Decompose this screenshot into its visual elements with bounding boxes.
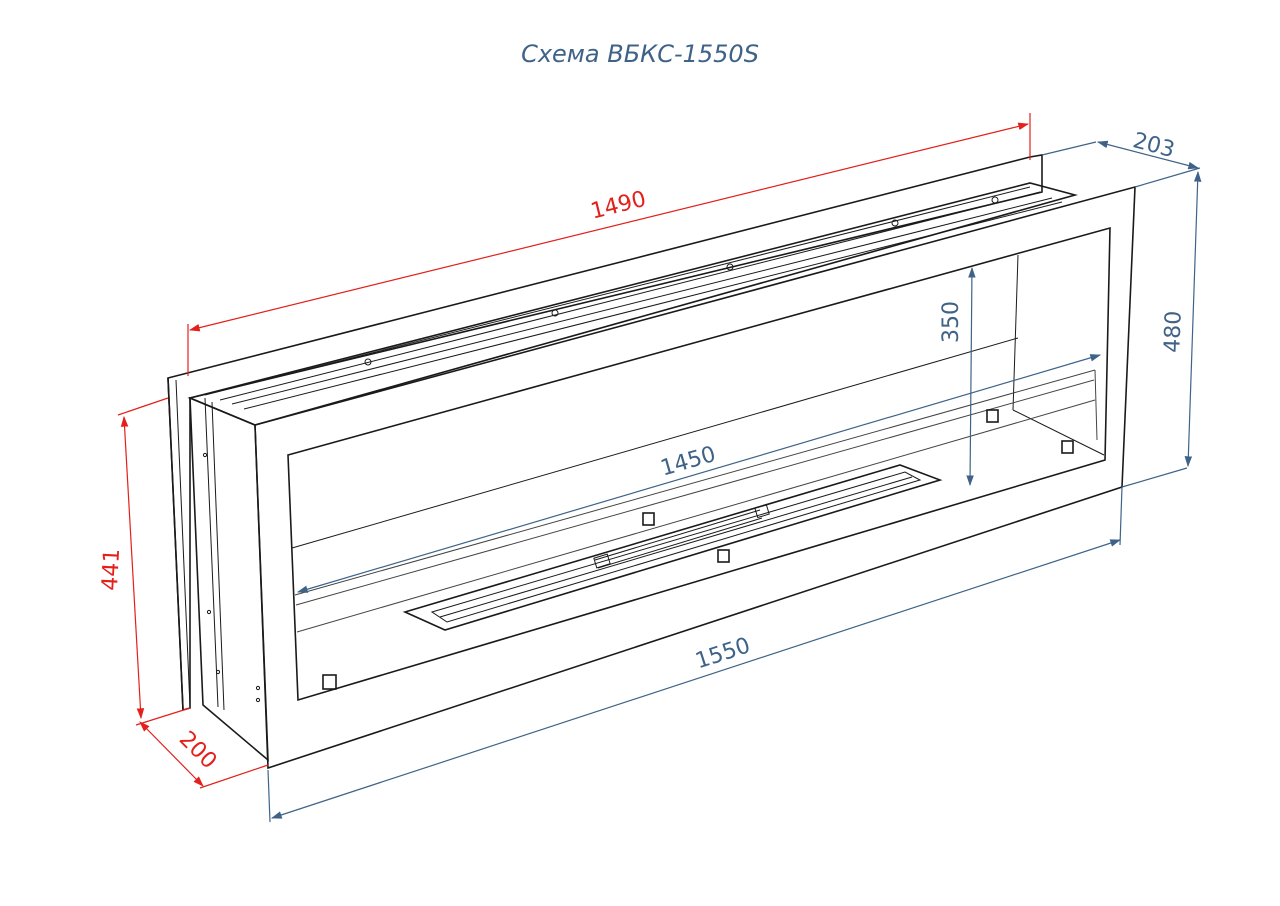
clip — [717, 549, 730, 563]
fireplace-drawing — [167, 154, 1136, 770]
dim-line-480 — [1184, 170, 1202, 468]
dim-line-1450 — [296, 354, 1102, 593]
dim-outer-height: 441 — [98, 548, 125, 591]
dim-line-203 — [1096, 140, 1200, 170]
dim-front-depth: 203 — [1130, 128, 1177, 163]
dim-line-1490 — [188, 122, 1030, 332]
dim-front-width: 1550 — [692, 633, 753, 674]
dim-line-441 — [120, 415, 145, 720]
red-dimensions: 1490 441 200 — [98, 113, 1031, 789]
dim-line-200 — [139, 721, 204, 787]
clip — [642, 512, 655, 526]
clip — [1061, 440, 1074, 454]
diagram-title: Схема ВБКС-1550S — [521, 40, 759, 68]
dim-line-350 — [966, 266, 976, 487]
dim-inner-height: 350 — [939, 301, 964, 343]
burner-tray — [402, 464, 943, 631]
front-frame — [254, 185, 1136, 770]
dim-inner-width: 1450 — [658, 442, 719, 481]
dim-outer-depth: 200 — [174, 727, 221, 774]
clip — [986, 409, 999, 423]
clip — [322, 674, 337, 690]
back-flange — [167, 154, 1043, 712]
dim-front-height: 480 — [1160, 310, 1186, 353]
